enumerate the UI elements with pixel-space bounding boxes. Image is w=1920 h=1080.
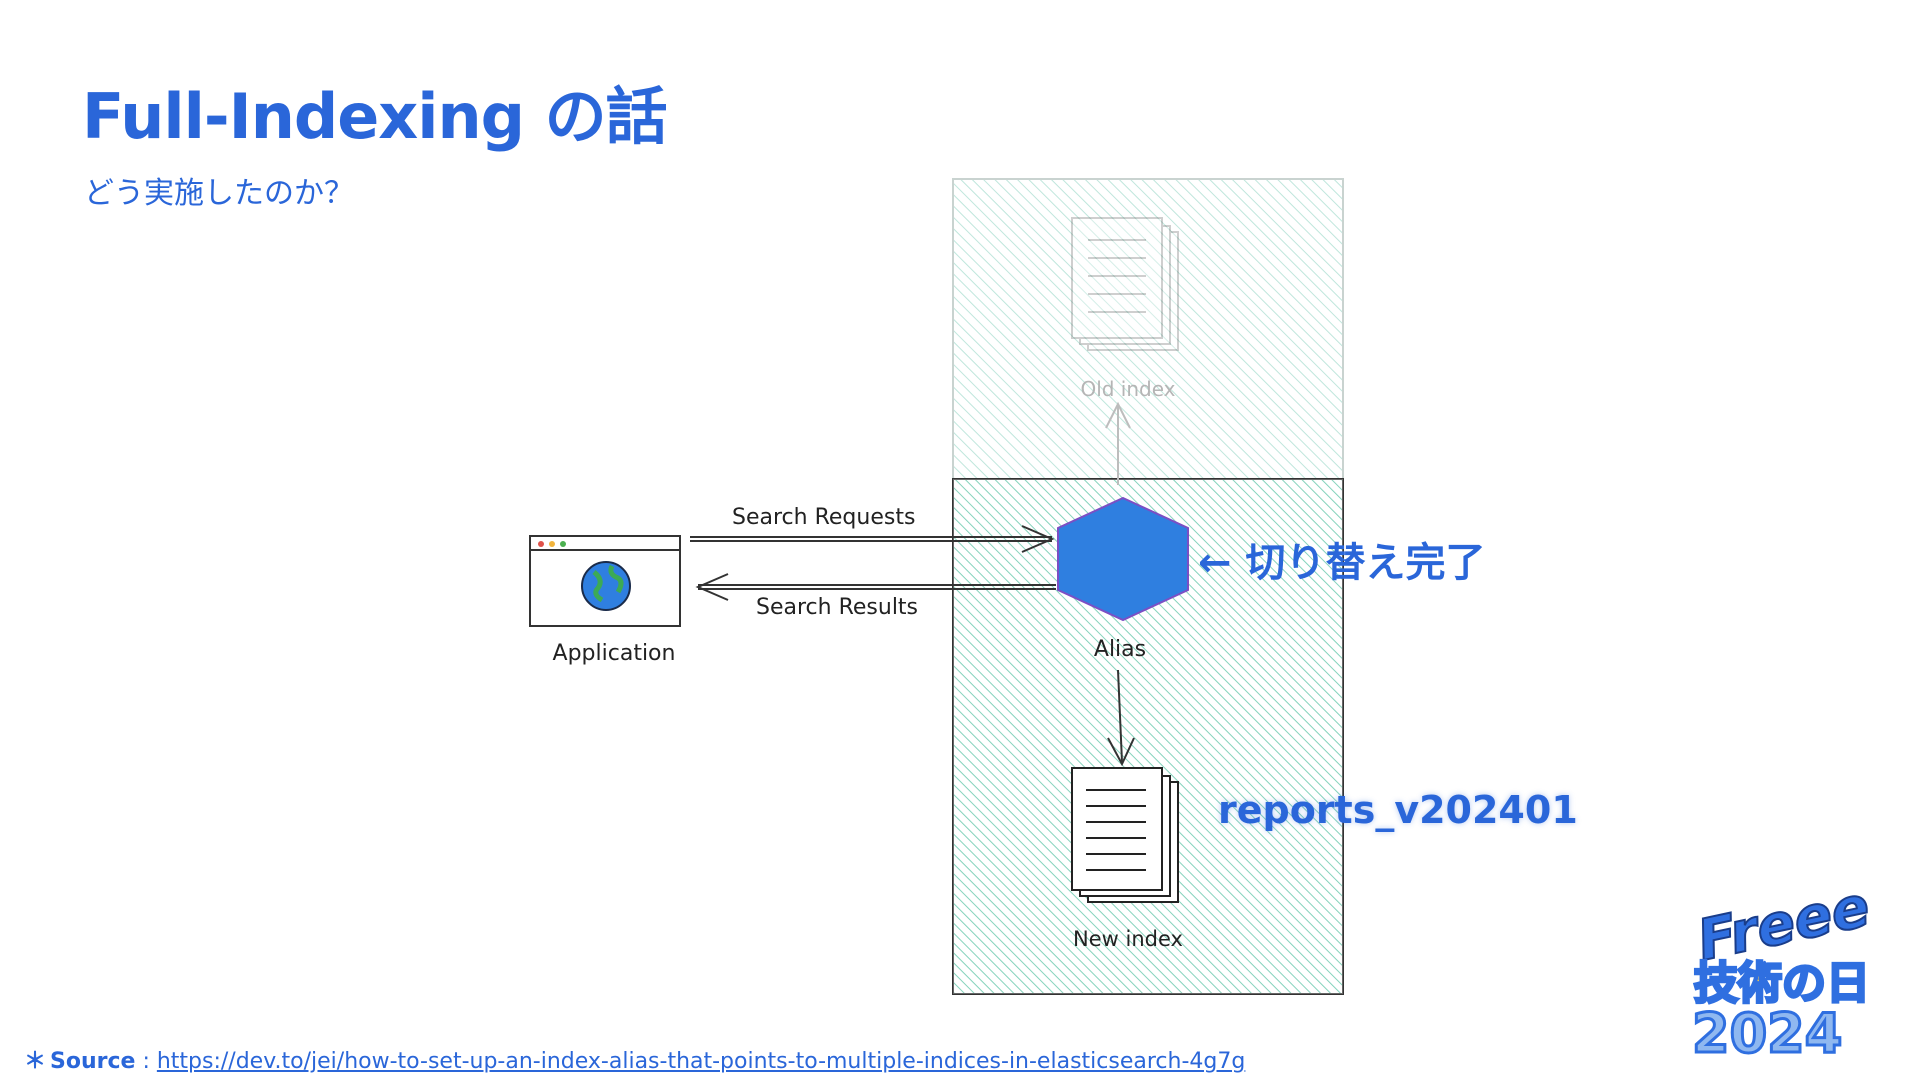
footnote-star: ＊ bbox=[24, 1049, 47, 1074]
source-link[interactable]: https://dev.to/jei/how-to-set-up-an-inde… bbox=[156, 1049, 1246, 1074]
search-requests-arrow bbox=[690, 525, 1055, 553]
freee-tech-day-logo: Freee 技術の日 2024 bbox=[1691, 880, 1877, 1060]
old-index-label: Old index bbox=[1080, 377, 1175, 401]
slide-title: Full-Indexing の話 bbox=[82, 80, 668, 153]
alias-hexagon-icon bbox=[1057, 496, 1189, 622]
search-results-arrow bbox=[695, 573, 1056, 601]
search-results-label: Search Results bbox=[756, 595, 918, 620]
new-index-label: New index bbox=[1073, 927, 1183, 951]
logo-line-3: 2024 bbox=[1692, 1002, 1842, 1060]
logo-line-2: 技術の日 bbox=[1694, 958, 1870, 1009]
index-name-annotation: reports_v202401 bbox=[1218, 788, 1578, 832]
source-separator: : bbox=[135, 1049, 157, 1074]
old-index-region bbox=[952, 178, 1344, 480]
application-window-icon bbox=[529, 535, 681, 627]
alias-to-new-index-arrow bbox=[1107, 669, 1135, 767]
slide-subtitle: どう実施したのか？ bbox=[84, 176, 354, 211]
source-label: Source bbox=[50, 1049, 136, 1074]
search-requests-label: Search Requests bbox=[732, 505, 915, 530]
source-footer: ＊Source : https://dev.to/jei/how-to-set-… bbox=[24, 1043, 1245, 1075]
switched-annotation: ← 切り替え完了 bbox=[1198, 540, 1486, 586]
new-index-document-icon bbox=[1071, 767, 1179, 903]
application-label: Application bbox=[553, 641, 676, 666]
alias-label: Alias bbox=[1094, 637, 1146, 662]
alias-to-old-index-arrow bbox=[1105, 401, 1131, 485]
old-index-document-icon bbox=[1071, 217, 1179, 351]
